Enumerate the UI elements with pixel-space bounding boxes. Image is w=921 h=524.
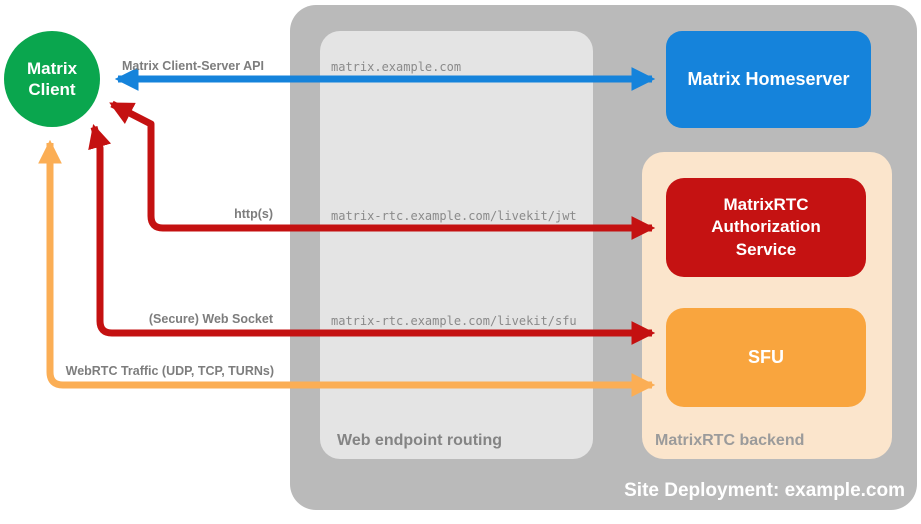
matrix-client-node: Matrix Client [4, 31, 100, 127]
endpoint-url-matrix: matrix.example.com [331, 60, 462, 74]
site-deployment-container: matrix.example.com matrix-rtc.example.co… [290, 5, 917, 510]
matrixrtc-backend-label: MatrixRTC backend [655, 432, 805, 449]
site-deployment-label: Site Deployment: example.com [624, 480, 905, 501]
endpoint-url-livekit-jwt: matrix-rtc.example.com/livekit/jwt [331, 209, 577, 223]
client-server-api-arrow-label: Matrix Client-Server API [122, 59, 264, 73]
matrix-homeserver-node: Matrix Homeserver [666, 31, 871, 128]
matrixrtc-backend-box: MatrixRTC Authorization Service SFU Matr… [642, 152, 892, 459]
webrtc-traffic-arrow-label: WebRTC Traffic (UDP, TCP, TURNs) [65, 364, 274, 378]
matrixrtc-authorization-service-node: MatrixRTC Authorization Service [666, 178, 866, 277]
https-arrow-label: http(s) [234, 207, 273, 221]
web-endpoint-routing-label: Web endpoint routing [337, 432, 503, 449]
websocket-arrow-label: (Secure) Web Socket [148, 312, 273, 326]
sfu-node: SFU [666, 308, 866, 407]
endpoint-url-livekit-sfu: matrix-rtc.example.com/livekit/sfu [331, 314, 577, 328]
web-endpoint-routing-box: matrix.example.com matrix-rtc.example.co… [320, 31, 593, 459]
